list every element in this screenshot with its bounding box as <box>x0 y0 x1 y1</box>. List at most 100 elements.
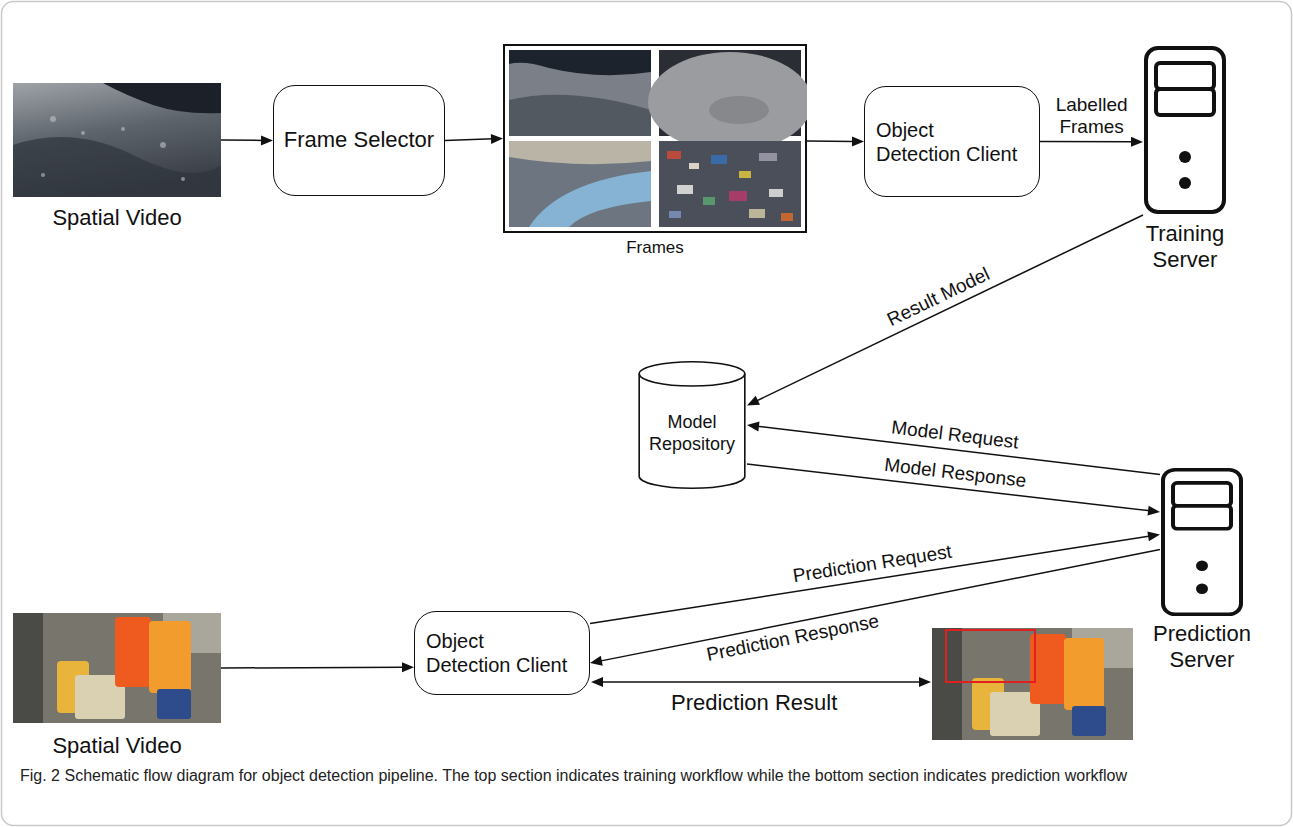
arrow-head <box>747 396 760 406</box>
flow-arrow <box>221 135 273 145</box>
arrow-head <box>491 134 503 144</box>
prediction-result-arrow-part <box>919 677 931 687</box>
frames-panel-image <box>503 44 807 233</box>
server-icon-shape-part <box>1179 151 1191 163</box>
frames-panel-image-part <box>729 191 747 201</box>
frames-panel-image-part <box>703 197 715 205</box>
frames-panel-image-part <box>769 189 783 197</box>
frames-panel-image-part <box>659 141 801 227</box>
server-icon-shape-part <box>1163 470 1241 615</box>
arrow-head <box>590 656 603 666</box>
node-text-block: Object Detection Client <box>426 629 571 677</box>
prediction-result-image-part <box>932 628 1133 740</box>
arrow-line <box>221 667 404 669</box>
video-frame-image-part <box>149 621 191 693</box>
video-frame-image-part <box>41 173 45 177</box>
video-frame-image-part <box>41 116 185 181</box>
client-box: Object Detection Client <box>864 86 1040 197</box>
annotation-label: Prediction Result <box>671 690 837 716</box>
edge-label: Labelled Frames <box>1044 94 1139 138</box>
arrow-head <box>402 662 414 672</box>
edge-label: Prediction Response <box>702 610 884 667</box>
arrow-head <box>852 136 864 146</box>
server-icon-shape-part <box>1196 583 1208 594</box>
edge-label: Result Model <box>881 261 996 331</box>
frames-panel-image-part <box>759 153 777 161</box>
frames-panel-image-part <box>509 50 651 136</box>
node-text-block: Object Detection Client <box>876 118 1021 166</box>
server-icon-shape <box>1143 45 1227 215</box>
figure-caption: Fig. 2 Schematic flow diagram for object… <box>20 766 1270 787</box>
frames-panel-image-part <box>509 141 651 164</box>
frames-panel-image-part <box>529 171 651 227</box>
frames-panel-image-part <box>669 211 681 218</box>
node-caption-label: Spatial Video <box>13 733 221 759</box>
frames-panel-image-part <box>509 50 651 75</box>
frames-panel-image-part <box>781 213 793 221</box>
video-frame-image-part <box>160 142 166 148</box>
video-thumbnail: Spatial Video <box>13 83 221 197</box>
node-text-block: Model Repository <box>637 412 747 455</box>
frames-panel-image-part <box>509 95 651 136</box>
frames-panel-image-part <box>749 209 765 218</box>
server-node: Training Server <box>1143 45 1227 215</box>
edge-label: Model Request <box>887 416 1022 454</box>
frames-panel-image-part <box>711 155 727 164</box>
repository-cylinder: Model Repository <box>637 360 747 490</box>
node-caption-label: Spatial Video <box>13 205 221 231</box>
video-frame-image-part <box>121 127 125 131</box>
prediction-result-image-part <box>1072 706 1106 736</box>
frames-panel-image-part <box>667 151 793 221</box>
frames-panel-image-part <box>648 50 807 152</box>
frames-panel-image-part <box>659 141 801 227</box>
arrow-line <box>756 215 1143 401</box>
prediction-result-arrow-part <box>603 681 919 683</box>
video-frame-image-part <box>81 131 85 135</box>
arrow-head <box>1148 506 1160 516</box>
video-frame-image-part <box>103 83 221 113</box>
arrow-head <box>747 421 760 431</box>
flow-arrow <box>747 215 1143 406</box>
flow-arrow <box>221 662 414 672</box>
video-frame-image-part <box>13 137 221 197</box>
node-caption-label: Frames <box>503 238 807 258</box>
prediction-result-image <box>932 628 1133 740</box>
server-icon-shape <box>1160 467 1244 617</box>
server-icon-shape-part <box>1173 483 1231 506</box>
server-node: Prediction Server <box>1160 467 1244 617</box>
process-box: Frame Selector <box>273 85 445 196</box>
video-frame-image <box>13 613 221 723</box>
video-thumbnail: Spatial Video <box>13 613 221 723</box>
video-frame-image-part <box>181 177 185 181</box>
arrow-line <box>807 140 854 142</box>
frames-panel-image-part <box>677 185 693 194</box>
server-icon-shape-part <box>1146 48 1224 212</box>
prediction-result-arrow <box>591 677 931 687</box>
cylinder-top <box>639 362 745 386</box>
node-label: Frame Selector <box>284 127 434 153</box>
arrow-head <box>1131 137 1143 147</box>
frames-panel-image-part <box>739 171 751 178</box>
edge-label: Model Response <box>880 454 1030 493</box>
frames-panel-image-part <box>648 52 807 152</box>
edge-label: Prediction Request <box>788 540 956 587</box>
server-icon-shape-part <box>1156 89 1214 115</box>
flow-arrow <box>1040 137 1143 147</box>
frames-panel-image-part <box>509 141 651 227</box>
frames-panel-image-part <box>689 163 699 169</box>
video-frame-image-part <box>13 613 221 723</box>
flow-arrow <box>807 136 864 146</box>
arrow-line <box>1040 141 1133 143</box>
frames-panel-image-part <box>709 96 769 124</box>
video-frame-image-part <box>13 613 43 723</box>
frames-panel-image-part <box>509 50 651 136</box>
server-icon-shape-part <box>1156 63 1214 89</box>
arrow-head <box>261 135 273 145</box>
server-icon-shape-part <box>1179 177 1191 189</box>
video-frame-image <box>13 83 221 197</box>
node-text-block: Frame Selector <box>284 127 434 153</box>
arrow-line <box>221 139 263 141</box>
frames-panel: Frames <box>503 44 807 233</box>
